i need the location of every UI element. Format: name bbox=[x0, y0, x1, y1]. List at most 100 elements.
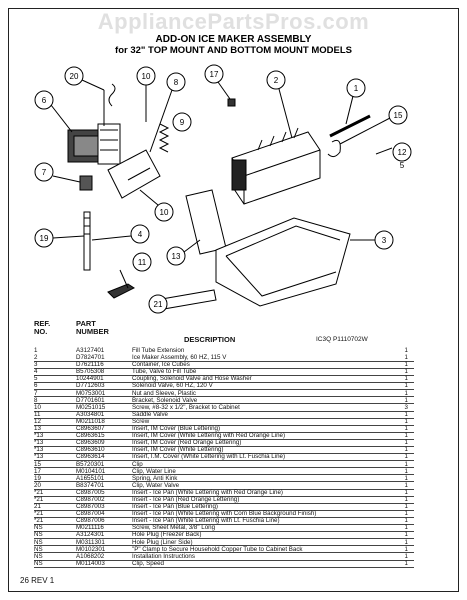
part-quantity: 1 bbox=[404, 545, 408, 553]
col-header-description: DESCRIPTION bbox=[184, 335, 236, 344]
part-ref: 3 bbox=[34, 361, 38, 369]
part-description: Screw, #8-32 x 1/2", Bracket to Cabinet bbox=[132, 403, 240, 411]
svg-text:17: 17 bbox=[210, 70, 219, 79]
part-description: Insert - Ice Pan (Red Orange Lettering) bbox=[132, 495, 240, 503]
part-ref: 6 bbox=[34, 382, 38, 390]
part-number: D7701601 bbox=[76, 396, 105, 404]
part-ref: 11 bbox=[34, 410, 41, 418]
part-ref: *21 bbox=[34, 488, 44, 496]
part-quantity: 1 bbox=[404, 389, 408, 397]
callout-6: 6 bbox=[34, 90, 73, 133]
nut-and-sleeve bbox=[79, 175, 93, 191]
part-number: M0102301 bbox=[76, 545, 106, 553]
parts-row: NS M0102301 "P" Clamp to Secure Household … bbox=[34, 545, 414, 554]
part-ref: *13 bbox=[34, 453, 44, 461]
part-description: Clip bbox=[132, 460, 143, 468]
solenoid-valve bbox=[67, 83, 121, 165]
svg-text:12: 12 bbox=[398, 148, 407, 157]
ice-maker-assembly bbox=[231, 127, 321, 205]
part-number: C8987005 bbox=[76, 488, 105, 496]
part-number: C8963607 bbox=[76, 425, 105, 433]
part-number: M0753001 bbox=[76, 389, 106, 397]
part-description: Insert, I.M. Cover (White Lettering with… bbox=[132, 453, 286, 461]
part-number: 10244901 bbox=[76, 375, 104, 383]
part-description: Insert - Ice Pan (White Lettering with C… bbox=[132, 510, 317, 518]
svg-text:10: 10 bbox=[160, 208, 169, 217]
part-quantity: 3 bbox=[404, 403, 408, 411]
part-description: Clip, Speed bbox=[132, 559, 164, 567]
part-ref: 17 bbox=[34, 467, 41, 475]
part-number: M0104101 bbox=[76, 467, 106, 475]
part-quantity: 1 bbox=[404, 467, 408, 475]
part-number: C8987002 bbox=[76, 495, 105, 503]
part-description: "P" Clamp to Secure Household Copper Tub… bbox=[132, 545, 303, 553]
part-quantity: 1 bbox=[404, 410, 408, 418]
part-quantity: 1 bbox=[404, 503, 408, 511]
part-number: M0211018 bbox=[76, 417, 105, 425]
part-quantity: 1 bbox=[404, 488, 408, 496]
part-number: A3127401 bbox=[76, 347, 105, 354]
svg-text:10: 10 bbox=[142, 72, 151, 81]
exploded-parts-diagram: 20 10 8 17 2 1 15 6 9 12 5 7 10 3 19 4 1… bbox=[34, 64, 412, 314]
callout-labels: 20 10 8 17 2 1 15 6 9 12 5 7 10 3 19 4 1… bbox=[34, 64, 412, 314]
svg-text:8: 8 bbox=[174, 78, 179, 87]
part-number: B5720301 bbox=[76, 460, 105, 468]
valve-bracket bbox=[107, 149, 161, 199]
part-ref: NS bbox=[34, 545, 43, 553]
part-ref: *13 bbox=[34, 432, 44, 440]
part-number: M0311301 bbox=[76, 538, 105, 546]
part-ref: 2 bbox=[34, 354, 38, 362]
svg-text:15: 15 bbox=[394, 111, 403, 120]
part-quantity: 1 bbox=[404, 432, 408, 440]
part-ref: 21 bbox=[34, 503, 41, 511]
part-quantity: 1 bbox=[404, 439, 408, 447]
callout-11: 11 bbox=[132, 252, 152, 272]
spring-part bbox=[158, 123, 170, 153]
page-frame bbox=[8, 8, 459, 592]
part-quantity: 1 bbox=[404, 446, 408, 454]
part-description: Insert - Ice Pan (Blue Lettering) bbox=[132, 503, 218, 511]
part-quantity: 1 bbox=[404, 396, 408, 404]
part-ref: 7 bbox=[34, 389, 38, 397]
part-ref: 15 bbox=[34, 460, 41, 468]
callout-12: 12 bbox=[392, 142, 412, 162]
part-ref: 19 bbox=[34, 474, 41, 482]
part-number: A3124301 bbox=[76, 531, 105, 539]
callout-7: 7 bbox=[34, 162, 81, 183]
part-quantity: 1 bbox=[404, 517, 408, 525]
part-ref: NS bbox=[34, 552, 43, 560]
part-quantity: 1 bbox=[404, 552, 408, 560]
part-ref: 5 bbox=[34, 375, 38, 383]
callout-9: 9 bbox=[172, 112, 192, 132]
callout-5: 5 bbox=[400, 161, 405, 170]
part-description: Insert, IM Cover (White Lettering with R… bbox=[132, 432, 286, 440]
part-number: C8987006 bbox=[76, 517, 105, 525]
part-number: M0114003 bbox=[76, 559, 105, 567]
screw-part bbox=[375, 147, 393, 155]
anti-kink-spring bbox=[83, 211, 91, 271]
svg-text:9: 9 bbox=[180, 118, 185, 127]
part-quantity: 1 bbox=[404, 531, 408, 539]
svg-text:11: 11 bbox=[138, 258, 147, 267]
part-ref: 8 bbox=[34, 396, 38, 404]
part-description: Installation Instructions bbox=[132, 552, 195, 560]
ice-cube-container bbox=[215, 217, 351, 307]
part-quantity: 1 bbox=[404, 361, 408, 369]
part-description: Saddle Valve bbox=[132, 410, 169, 418]
